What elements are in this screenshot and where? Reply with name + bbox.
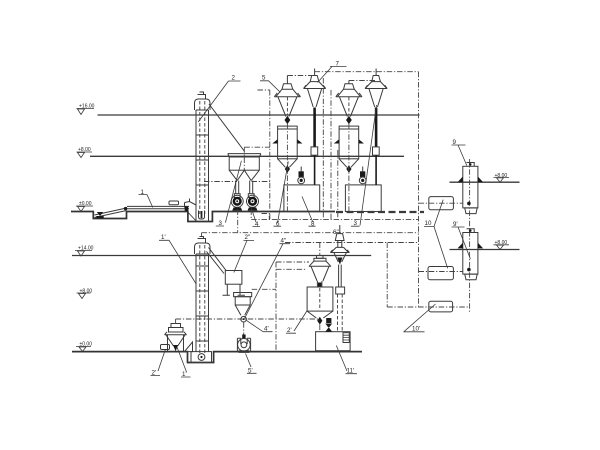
svg-text:5': 5': [248, 367, 253, 374]
svg-text:8: 8: [311, 220, 315, 227]
svg-text:11': 11': [347, 368, 355, 375]
svg-text:+8.00: +8.00: [80, 288, 93, 294]
svg-text:9': 9': [453, 221, 458, 228]
svg-text:+14.00: +14.00: [78, 246, 94, 252]
svg-text:4: 4: [255, 221, 259, 228]
svg-text:±0.00: ±0.00: [79, 201, 92, 207]
svg-text:6'': 6'': [333, 229, 339, 236]
svg-text:9: 9: [453, 139, 457, 146]
svg-text:1: 1: [141, 189, 145, 196]
svg-text:+16.00: +16.00: [79, 104, 95, 110]
svg-text:4': 4': [264, 326, 269, 333]
svg-text:10: 10: [425, 220, 432, 227]
svg-text:7: 7: [336, 60, 340, 67]
svg-text:3: 3: [219, 220, 223, 227]
svg-text:2': 2': [152, 370, 157, 377]
svg-text:1': 1': [182, 371, 187, 378]
svg-text:6: 6: [276, 220, 280, 227]
svg-text:2: 2: [232, 75, 236, 82]
svg-text:+8.00: +8.00: [495, 240, 508, 246]
svg-text:+8.00: +8.00: [78, 147, 91, 153]
svg-text:±0.00: ±0.00: [80, 342, 93, 348]
svg-text:+8.00: +8.00: [495, 173, 508, 179]
svg-text:10': 10': [412, 325, 420, 332]
svg-text:3: 3: [354, 220, 358, 227]
svg-text:1': 1': [161, 234, 166, 241]
svg-text:2'': 2'': [245, 234, 251, 241]
svg-text:4'': 4'': [281, 238, 287, 245]
svg-text:5: 5: [262, 75, 266, 82]
svg-text:2': 2': [287, 327, 292, 334]
